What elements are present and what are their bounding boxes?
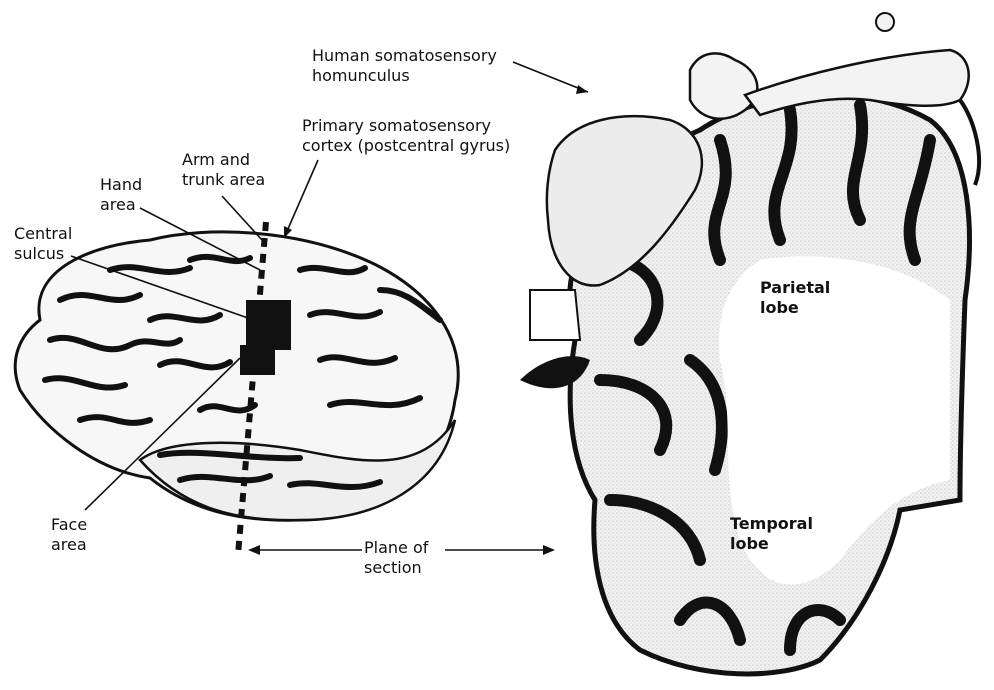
label-homunculus: Human somatosensory homunculus	[312, 46, 497, 86]
label-arm-trunk: Arm and trunk area	[182, 150, 265, 190]
label-plane-of-section: Plane of section	[364, 538, 428, 578]
homunculus-head	[876, 13, 894, 31]
leader-primary-cortex	[284, 160, 318, 238]
label-central-sulcus: Central sulcus	[14, 224, 72, 264]
label-parietal-lobe: Parietal lobe	[760, 278, 830, 318]
homunculus-mouth	[530, 290, 580, 340]
face-area-patch	[240, 345, 275, 375]
leader-homunculus	[513, 62, 588, 92]
label-hand-area: Hand area	[100, 175, 142, 215]
label-face-area: Face area	[51, 515, 87, 555]
label-temporal-lobe: Temporal lobe	[730, 514, 813, 554]
homunculus-hand	[690, 53, 757, 118]
hand-area-patch	[246, 300, 291, 350]
lateral-brain	[15, 222, 458, 555]
label-primary-cortex: Primary somatosensory cortex (postcentra…	[302, 116, 510, 156]
